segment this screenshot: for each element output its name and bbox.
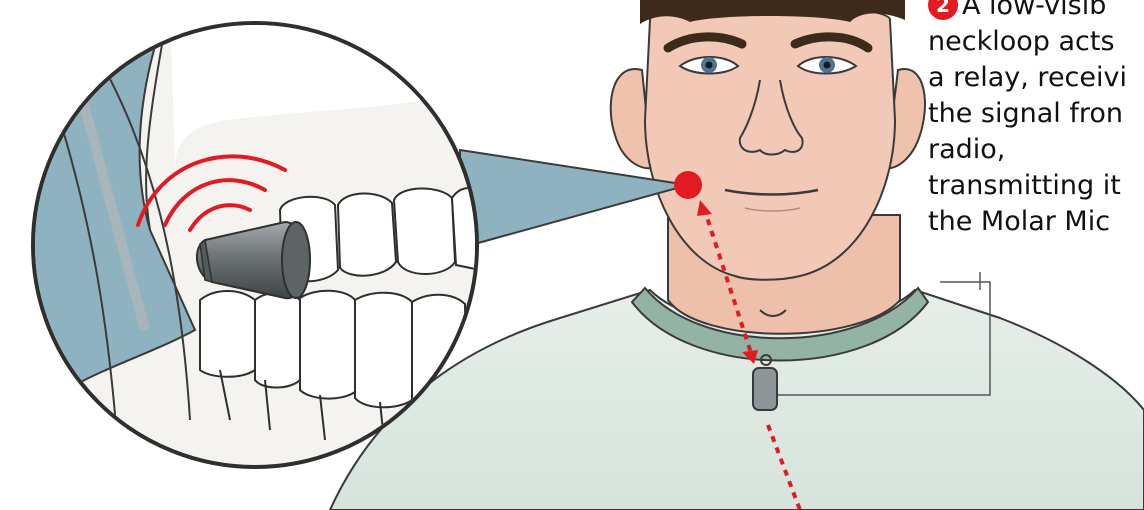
- step-number-badge: 2: [928, 0, 958, 20]
- caption-line-4: the signal fron: [928, 96, 1144, 132]
- tooth-marker: [674, 171, 702, 199]
- caption-line-2: neckloop acts: [928, 24, 1144, 60]
- caption-line-7: the Molar Mic: [928, 204, 1144, 240]
- caption-line-6: transmitting it: [928, 168, 1144, 204]
- caption-line-5: radio,: [928, 132, 1144, 168]
- caption-line-3: a relay, receivi: [928, 60, 1144, 96]
